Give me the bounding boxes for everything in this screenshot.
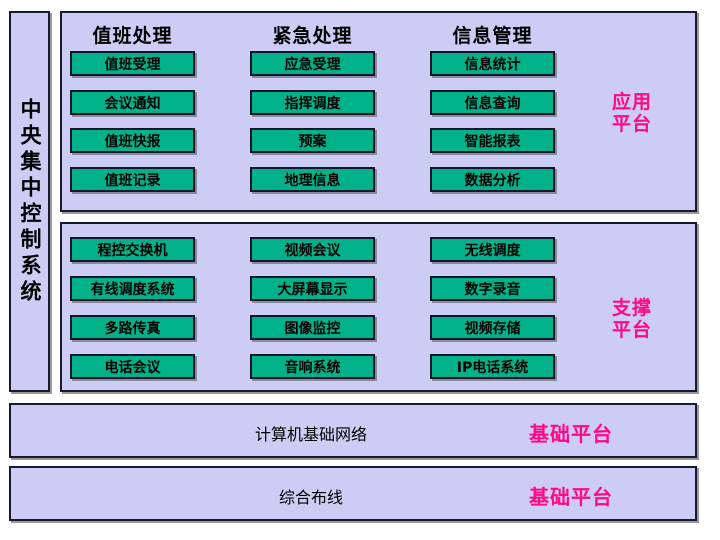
support-platform-tag: 支撑 平台 [582,297,682,341]
module-button[interactable]: 视频存储 [430,315,555,340]
module-button[interactable]: 电话会议 [70,354,195,379]
column-title-information-management: 信息管理 [452,25,533,47]
module-button[interactable]: 会议通知 [70,90,195,115]
application-platform-tag-line1: 应用 [611,91,652,113]
module-button[interactable]: 数据分析 [430,167,555,192]
network-infrastructure-tag: 基础平台 [529,422,613,446]
module-button[interactable]: 无线调度 [430,237,555,262]
module-button[interactable]: 值班记录 [70,167,195,192]
application-platform-panel: 值班处理 紧急处理 信息管理 值班受理 会议通知 值班快报 值班记录 应急受理 … [60,11,697,212]
module-button[interactable]: 图像监控 [250,315,375,340]
module-button[interactable]: 多路传真 [70,315,195,340]
module-button[interactable]: 视频会议 [250,237,375,262]
module-button[interactable]: 程控交换机 [70,237,195,262]
network-infrastructure-bar: 计算机基础网络 基础平台 [9,403,697,458]
module-button[interactable]: 值班快报 [70,128,195,153]
module-button[interactable]: 智能报表 [430,128,555,153]
module-button[interactable]: 信息查询 [430,90,555,115]
structured-cabling-tag: 基础平台 [529,485,613,509]
central-control-system-sidebar[interactable]: 中央集中控制系统 [9,11,50,392]
module-button[interactable]: 地理信息 [250,167,375,192]
structured-cabling-label: 综合布线 [278,488,343,507]
module-button[interactable]: 有线调度系统 [70,276,195,301]
column-title-emergency-handling: 紧急处理 [272,25,353,47]
application-platform-tag: 应用 平台 [582,91,682,135]
structured-cabling-bar: 综合布线 基础平台 [9,466,697,521]
module-button[interactable]: 应急受理 [250,51,375,76]
support-platform-panel: 程控交换机 有线调度系统 多路传真 电话会议 视频会议 大屏幕显示 图像监控 音… [60,222,697,392]
module-button[interactable]: IP电话系统 [430,354,555,379]
module-button[interactable]: 大屏幕显示 [250,276,375,301]
module-button[interactable]: 信息统计 [430,51,555,76]
module-button[interactable]: 音响系统 [250,354,375,379]
column-title-duty-handling: 值班处理 [92,25,173,47]
module-button[interactable]: 指挥调度 [250,90,375,115]
sidebar-label: 中央集中控制系统 [18,97,42,306]
support-platform-tag-line2: 平台 [611,319,652,341]
network-infrastructure-label: 计算机基础网络 [254,425,367,444]
module-button[interactable]: 预案 [250,128,375,153]
module-button[interactable]: 值班受理 [70,51,195,76]
application-platform-tag-line2: 平台 [611,113,652,135]
module-button[interactable]: 数字录音 [430,276,555,301]
support-platform-tag-line1: 支撑 [611,297,652,319]
